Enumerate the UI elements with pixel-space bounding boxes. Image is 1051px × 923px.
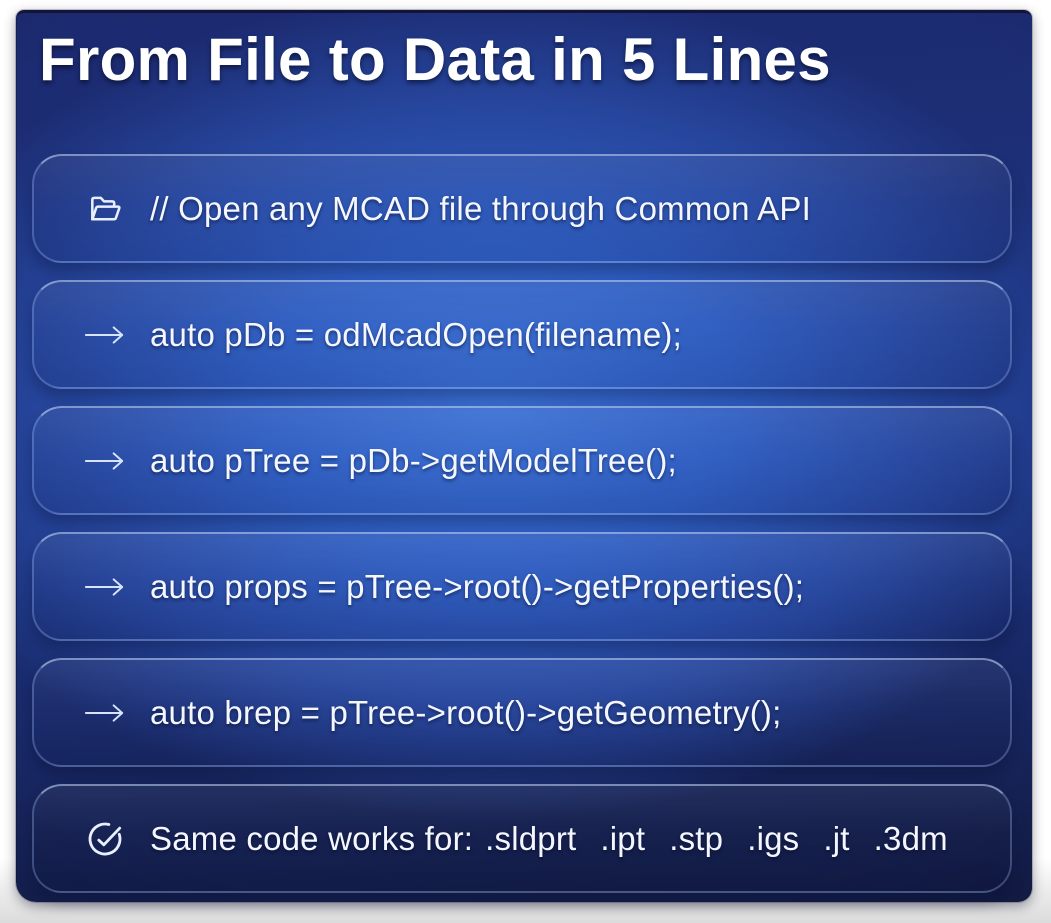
code-line-text: auto pTree = pDb->getModelTree(); — [150, 441, 677, 479]
formats-card: Same code works for: .sldprt .ipt .stp .igs.… — [32, 784, 1012, 893]
step-card-open-file: auto pDb = odMcadOpen(filename); — [32, 280, 1012, 389]
file-extension: .stp — [669, 819, 724, 857]
step-card-geometry: auto brep = pTree->root()->getGeometry()… — [32, 658, 1012, 767]
file-extension: .igs — [747, 819, 800, 857]
slide: From File to Data in 5 Lines // Open any… — [16, 10, 1032, 902]
file-extension: .jt — [823, 819, 850, 857]
formats-text: Same code works for: .sldprt .ipt .stp .igs.… — [150, 820, 948, 858]
check-circle-icon — [82, 816, 128, 862]
code-line-text: auto brep = pTree->root()->getGeometry()… — [150, 693, 782, 731]
step-card-model-tree: auto pTree = pDb->getModelTree(); — [32, 406, 1012, 515]
code-line-text: auto props = pTree->root()->getPropertie… — [150, 567, 805, 605]
file-extension: .sldprt — [485, 819, 577, 857]
arrow-right-icon — [82, 690, 128, 736]
arrow-right-icon — [82, 438, 128, 484]
file-extension: .3dm — [873, 819, 948, 857]
code-line-text: // Open any MCAD file through Common API — [150, 189, 811, 227]
file-extension: .ipt — [600, 819, 646, 857]
arrow-right-icon — [82, 312, 128, 358]
folder-open-icon — [82, 186, 128, 232]
slide-title: From File to Data in 5 Lines — [39, 26, 831, 93]
step-card-properties: auto props = pTree->root()->getPropertie… — [32, 532, 1012, 641]
step-card-comment: // Open any MCAD file through Common API — [32, 154, 1012, 263]
code-line-text: auto pDb = odMcadOpen(filename); — [150, 315, 682, 353]
formats-prefix: Same code works for: — [150, 819, 474, 857]
steps-list: // Open any MCAD file through Common API… — [17, 154, 1032, 893]
arrow-right-icon — [82, 564, 128, 610]
